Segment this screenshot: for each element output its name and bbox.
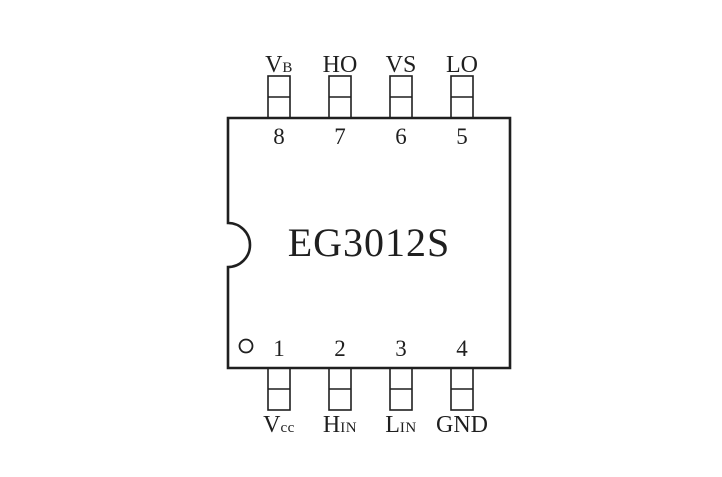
pin-lead-6: [389, 75, 413, 119]
pin-label-main: H: [322, 412, 341, 438]
pin-label-sub: cc: [280, 420, 295, 436]
pin-number-1: 1: [273, 336, 285, 361]
pin-label-sub: IN: [399, 420, 417, 436]
pin-label-gnd: GND: [436, 413, 488, 437]
pin-label-hin: HIN: [323, 413, 357, 437]
pin-label-main: LO: [446, 52, 478, 78]
pin-number-2: 2: [334, 336, 346, 361]
pin-label-vs: VS: [386, 53, 417, 77]
pin-number-6: 6: [395, 124, 407, 149]
pin-lead-8: [267, 75, 291, 119]
pin1-indicator-circle: [238, 338, 254, 354]
pin-number-5: 5: [456, 124, 468, 149]
pin-lead-1: [267, 367, 291, 411]
pin-label-vcc: Vcc: [263, 413, 295, 437]
pin-lead-2: [328, 367, 352, 411]
pin-label-main: V: [263, 412, 281, 438]
pin-label-sub: B: [282, 60, 293, 76]
pin-label-main: L: [385, 412, 400, 438]
pin-label-lin: LIN: [385, 413, 417, 437]
pin-lead-3: [389, 367, 413, 411]
chip-body-outline: [226, 116, 512, 370]
pin-lead-4: [450, 367, 474, 411]
chip-part-number: EG3012S: [287, 220, 451, 265]
pin-label-main: GND: [436, 412, 488, 438]
pin-number-7: 7: [334, 124, 346, 149]
pin-number-4: 4: [456, 336, 468, 361]
pin-label-ho: HO: [323, 53, 358, 77]
pin-lead-5: [450, 75, 474, 119]
pin-label-main: HO: [322, 52, 358, 78]
pin-number-8: 8: [273, 124, 285, 149]
pin-label-lo: LO: [446, 53, 478, 77]
pin-label-vb: VB: [265, 53, 293, 77]
pin-lead-7: [328, 75, 352, 119]
pin-label-main: VS: [385, 52, 417, 78]
pin-label-main: V: [265, 52, 283, 78]
pin-number-3: 3: [395, 336, 407, 361]
pin-label-sub: IN: [340, 420, 358, 436]
